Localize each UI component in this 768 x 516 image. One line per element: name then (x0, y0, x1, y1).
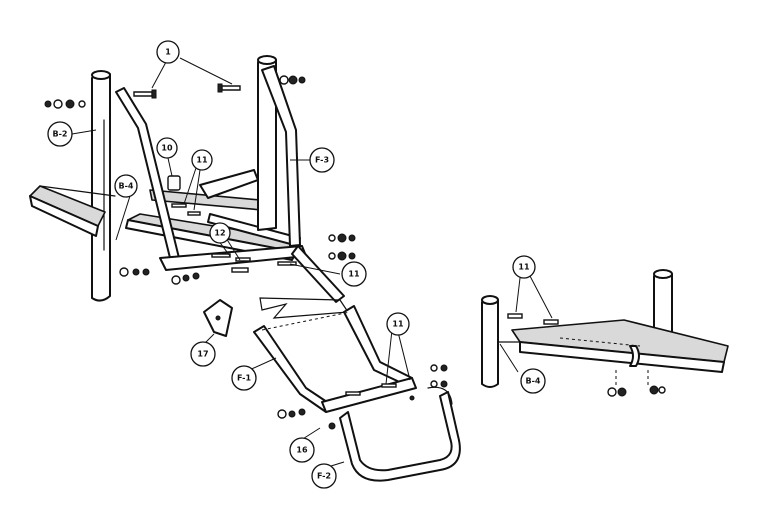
svg-text:11: 11 (392, 320, 404, 329)
svg-text:F-2: F-2 (317, 472, 331, 481)
svg-text:B-4: B-4 (119, 182, 134, 191)
callout-11-mid: 11 (341, 261, 367, 287)
callout-11-low: 11 (386, 312, 410, 336)
svg-text:11: 11 (518, 263, 530, 272)
callout-f1: F-1 (231, 365, 257, 391)
callout-b4-right: B-4 (520, 368, 546, 394)
hardware (44, 75, 666, 430)
right-channel (497, 319, 729, 373)
callout-16: 16 (289, 437, 315, 463)
svg-text:1: 1 (165, 48, 171, 57)
svg-text:B-4: B-4 (526, 377, 541, 386)
svg-text:F-3: F-3 (315, 156, 329, 165)
svg-text:B-2: B-2 (53, 130, 68, 139)
svg-text:16: 16 (296, 446, 308, 455)
callout-10: 10 (156, 137, 178, 159)
callout-b4-left: B-4 (114, 174, 138, 198)
svg-text:11: 11 (196, 156, 208, 165)
svg-text:10: 10 (161, 144, 173, 153)
callout-17: 17 (190, 341, 216, 367)
callout-f3: F-3 (309, 147, 335, 173)
tube-b4-right (481, 295, 499, 388)
svg-text:F-1: F-1 (237, 374, 252, 383)
bracket-17 (203, 299, 233, 337)
callout-f2: F-2 (311, 463, 337, 489)
svg-text:12: 12 (214, 229, 225, 238)
lower-rail (159, 245, 345, 303)
right-post (653, 269, 673, 341)
callout-12: 12 (209, 222, 231, 244)
callout-11-top: 11 (191, 149, 213, 171)
callout-b2: B-2 (47, 121, 73, 147)
svg-text:11: 11 (348, 270, 360, 279)
post-f3 (199, 55, 301, 247)
svg-text:17: 17 (197, 350, 208, 359)
u-bracket-f2 (339, 386, 461, 482)
left-channel (29, 185, 116, 237)
callout-1: 1 (156, 40, 180, 64)
tube-b2 (91, 70, 111, 302)
callout-11-right: 11 (512, 255, 536, 279)
